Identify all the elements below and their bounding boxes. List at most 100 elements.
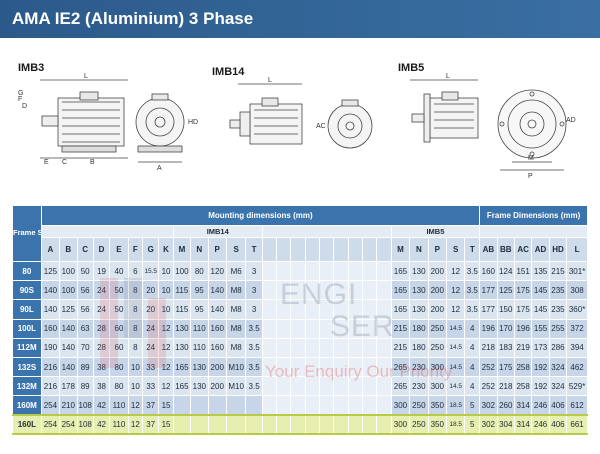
table-cell: 177 [479, 280, 498, 301]
table-cell: 165 [172, 356, 192, 378]
table-cell: 140 [40, 299, 61, 320]
table-cell [362, 413, 378, 436]
table-cell: 219 [513, 337, 533, 358]
table-cell: 37 [141, 413, 160, 436]
svg-text:A: A [157, 165, 162, 172]
table-cell [362, 280, 378, 301]
frame-size-cell: 90S [12, 280, 42, 301]
table-cell: 33 [141, 376, 160, 397]
table-cell: 89 [76, 356, 94, 378]
table-cell: 130 [190, 356, 209, 378]
column-header: M [390, 237, 411, 262]
table-cell: 18.5 [445, 413, 466, 436]
table-cell: 28 [92, 337, 111, 358]
table-cell: 302 [479, 413, 498, 436]
table-cell: 350 [427, 413, 447, 436]
frame-size-header: Frame Size [12, 205, 42, 262]
table-cell: 50 [109, 299, 129, 320]
table-cell: 308 [566, 280, 588, 301]
svg-text:M: M [528, 155, 534, 162]
table-cell: 196 [513, 318, 533, 339]
table-cell [276, 356, 292, 378]
subheader-blank-2 [261, 225, 392, 238]
table-cell [362, 299, 378, 320]
table-cell: 20 [141, 299, 160, 320]
table-cell: 170 [496, 318, 515, 339]
frame-size-cell: 90L [12, 299, 42, 320]
table-cell: 56 [76, 280, 94, 301]
table-cell: 350 [427, 395, 447, 416]
imb14-label: IMB14 [212, 66, 245, 78]
table-cell: 24 [92, 299, 111, 320]
table-cell [333, 356, 349, 378]
table-cell: 38 [92, 376, 111, 397]
table-cell [261, 280, 278, 301]
column-header: S [445, 237, 466, 262]
mounting-dimensions-header: Mounting dimensions (mm) [40, 205, 481, 226]
table-cell: 135 [531, 260, 550, 282]
column-header [333, 237, 349, 262]
table-cell: 12 [127, 395, 144, 416]
subheader-blank-3 [479, 225, 588, 238]
column-header: N [409, 237, 429, 262]
table-cell: 324 [548, 356, 568, 378]
table-cell [172, 413, 192, 436]
table-cell [290, 376, 306, 397]
table-cell: 200 [427, 260, 447, 282]
table-cell: 130 [409, 299, 429, 320]
page-title: AMA IE2 (Aluminium) 3 Phase [0, 0, 600, 38]
table-cell: 70 [76, 337, 94, 358]
table-cell: 254 [40, 395, 61, 416]
table-cell: 42 [92, 395, 111, 416]
table-cell [261, 376, 278, 397]
frame-dimensions-header: Frame Dimensions (mm) [479, 205, 588, 226]
table-cell [276, 299, 292, 320]
table-cell [261, 299, 278, 320]
table-cell: 108 [76, 395, 94, 416]
table-cell: 200 [207, 356, 227, 378]
table-cell [319, 376, 335, 397]
table-cell [290, 318, 306, 339]
table-cell [319, 395, 335, 416]
table-cell: 4 [464, 337, 481, 358]
table-cell: 140 [59, 337, 78, 358]
table-cell: 529* [566, 376, 588, 397]
table-cell: 250 [409, 395, 429, 416]
table-cell [333, 280, 349, 301]
table-cell [347, 413, 364, 436]
column-header [276, 237, 292, 262]
imb3-label: IMB3 [18, 62, 44, 74]
table-cell [376, 356, 392, 378]
table-cell: 150 [496, 299, 515, 320]
table-cell: 10 [127, 356, 144, 378]
table-cell: 37 [141, 395, 160, 416]
column-header: T [245, 237, 263, 262]
table-cell: 50 [76, 260, 94, 282]
column-header: C [76, 237, 94, 262]
table-cell: 155 [531, 318, 550, 339]
svg-text:F: F [18, 96, 22, 103]
table-cell: 42 [92, 413, 111, 436]
table-cell: 151 [513, 260, 533, 282]
table-cell: 216 [40, 356, 61, 378]
table-cell: 160 [40, 318, 61, 339]
table-cell: 38 [92, 356, 111, 378]
table-cell: 8 [127, 318, 144, 339]
imb5-subheader: IMB5 [390, 225, 481, 238]
table-cell: 235 [548, 280, 568, 301]
table-cell [319, 413, 335, 436]
table-cell: 15 [158, 413, 174, 436]
frame-size-cell: 160L [12, 413, 42, 436]
table-cell: 254 [40, 413, 61, 436]
table-cell: 125 [59, 299, 78, 320]
column-header: HD [548, 237, 568, 262]
table-cell: 40 [109, 260, 129, 282]
imb14-side-view [229, 83, 303, 145]
table-cell [319, 337, 335, 358]
column-header: E [109, 237, 129, 262]
table-cell: 12 [158, 318, 174, 339]
table-cell: 140 [207, 299, 227, 320]
